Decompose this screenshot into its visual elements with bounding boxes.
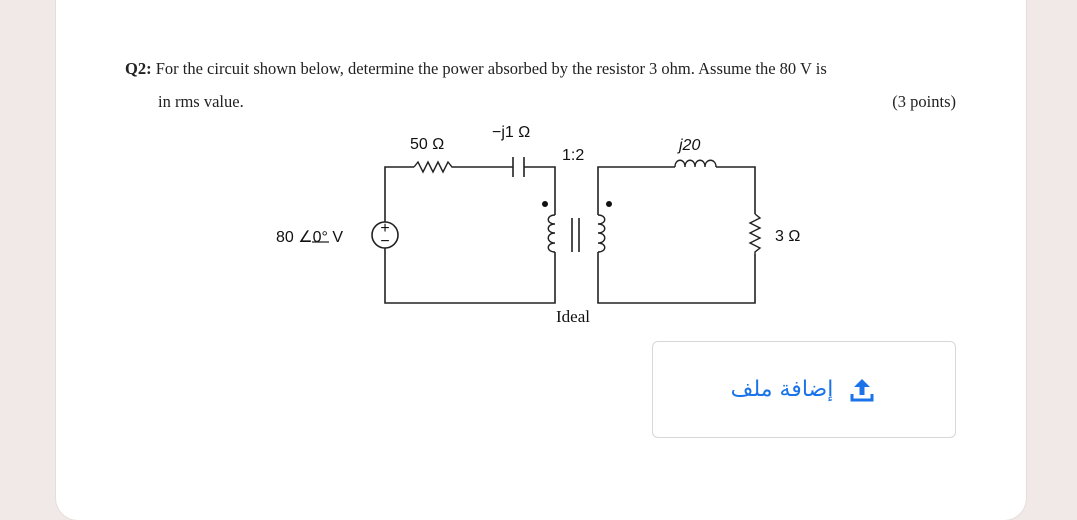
question-text-continued: in rms value. (158, 92, 244, 111)
capacitor (512, 157, 525, 177)
question-points: (3 points) (892, 92, 956, 111)
transformer-primary-coil (547, 214, 556, 253)
transformer-secondary-coil (597, 214, 606, 253)
resistor-3-ohm (748, 213, 762, 254)
source-plus-sign: + (380, 220, 389, 237)
question-body: For the circuit shown below, determine t… (151, 59, 827, 78)
circuit-wires (384, 166, 756, 304)
inductor-j20 (674, 159, 717, 168)
question-text: Q2: For the circuit shown below, determi… (125, 59, 960, 79)
label-source: 80 ∠0° V (276, 229, 343, 246)
polarity-dot-primary (542, 201, 548, 207)
source-minus-sign: − (380, 233, 389, 250)
resistor-50-ohm (413, 160, 454, 174)
add-file-button[interactable]: إضافة ملف (652, 341, 956, 438)
label-ideal: Ideal (556, 307, 590, 326)
label-3-ohm: 3 Ω (775, 228, 800, 245)
voltage-source: + − (371, 220, 399, 250)
upload-icon (847, 375, 877, 405)
polarity-dot-secondary (606, 201, 612, 207)
question-number: Q2: (125, 59, 152, 78)
transformer-core (571, 218, 580, 252)
label-ratio: 1:2 (562, 147, 584, 164)
add-file-label: إضافة ملف (730, 377, 834, 402)
label-inductor: j20 (677, 137, 700, 154)
label-50-ohm: 50 Ω (410, 136, 444, 153)
label-capacitor: −j1 Ω (492, 124, 530, 141)
